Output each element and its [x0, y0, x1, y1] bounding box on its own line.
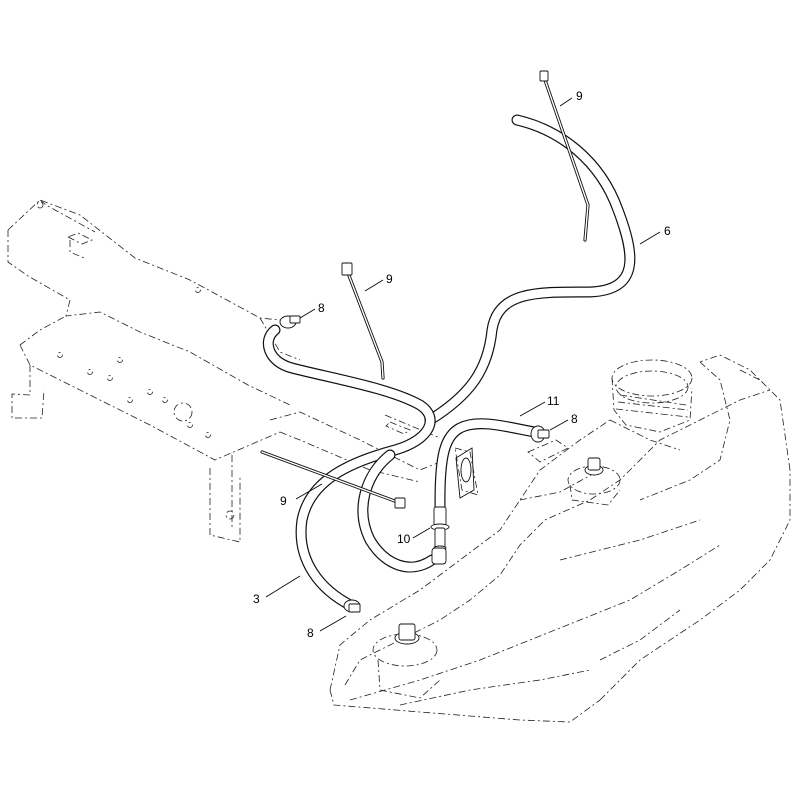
hose-clamp-bottom — [343, 599, 361, 613]
tank-outlet-fitting — [394, 623, 420, 645]
connector-10 — [430, 506, 450, 565]
callout-hose-6: 6 — [664, 224, 671, 238]
callout-hose-3: 3 — [253, 592, 260, 606]
callout-hose-clamp-right: 8 — [571, 412, 578, 426]
hose-6 — [424, 114, 636, 426]
callout-cable-tie-lower: 9 — [280, 494, 287, 508]
callout-hose-clamp-top: 8 — [318, 301, 325, 315]
frame-bracket — [7, 199, 479, 543]
callout-hose-11: 11 — [547, 394, 560, 408]
callout-cable-tie-middle: 9 — [386, 272, 393, 286]
cable-tie-top — [539, 70, 590, 242]
callout-connector-10: 10 — [397, 532, 411, 546]
tank-vent-fitting — [584, 457, 604, 476]
hose-3 — [262, 324, 436, 612]
hose-lower — [357, 449, 438, 573]
hose-bracket — [455, 447, 475, 499]
hose-clamp-top — [279, 315, 301, 329]
callout-cable-tie-top: 9 — [576, 89, 583, 103]
callouts: 9 6 9 8 11 8 9 10 3 8 — [253, 89, 671, 640]
hose-clamp-right — [530, 425, 550, 443]
leader-lines — [265, 97, 661, 632]
cable-tie-lower — [260, 450, 406, 509]
cable-tie-middle — [341, 262, 385, 380]
hose-11 — [434, 418, 546, 526]
callout-hose-clamp-bottom: 8 — [307, 626, 314, 640]
